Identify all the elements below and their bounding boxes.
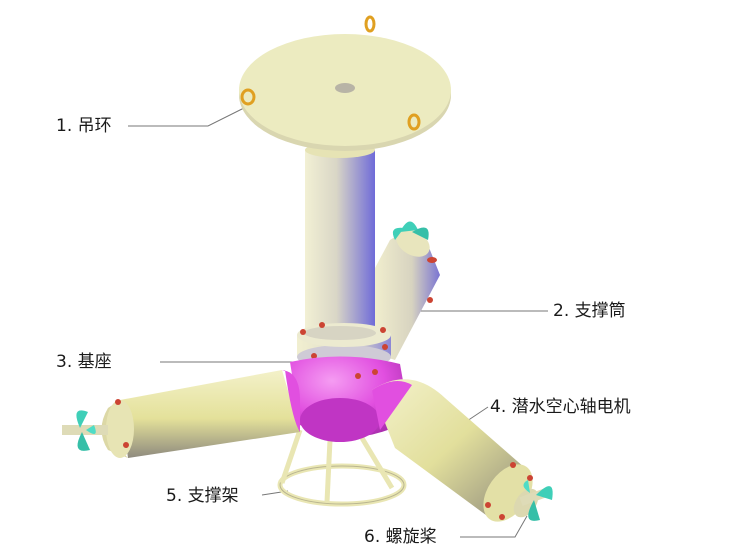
right-propeller-icon — [523, 480, 553, 521]
leader-line-lifting-ring — [128, 107, 245, 127]
top-plate — [239, 15, 451, 151]
label-support-frame: 5. 支撑架 — [166, 486, 239, 506]
left-motor — [62, 370, 300, 458]
support-frame — [277, 429, 407, 507]
label-base: 3. 基座 — [56, 352, 112, 372]
back-motor — [370, 221, 440, 360]
label-motor: 4. 潜水空心轴电机 — [490, 397, 631, 417]
right-motor — [372, 379, 553, 522]
support-tube — [305, 142, 375, 335]
label-support-tube: 2. 支撑筒 — [553, 301, 626, 321]
label-propeller: 6. 螺旋桨 — [364, 527, 437, 547]
left-propeller-icon — [76, 410, 96, 451]
lifting-ring-icon — [240, 15, 421, 131]
label-lifting-ring: 1. 吊环 — [56, 116, 112, 136]
leader-line-propeller — [460, 515, 528, 538]
